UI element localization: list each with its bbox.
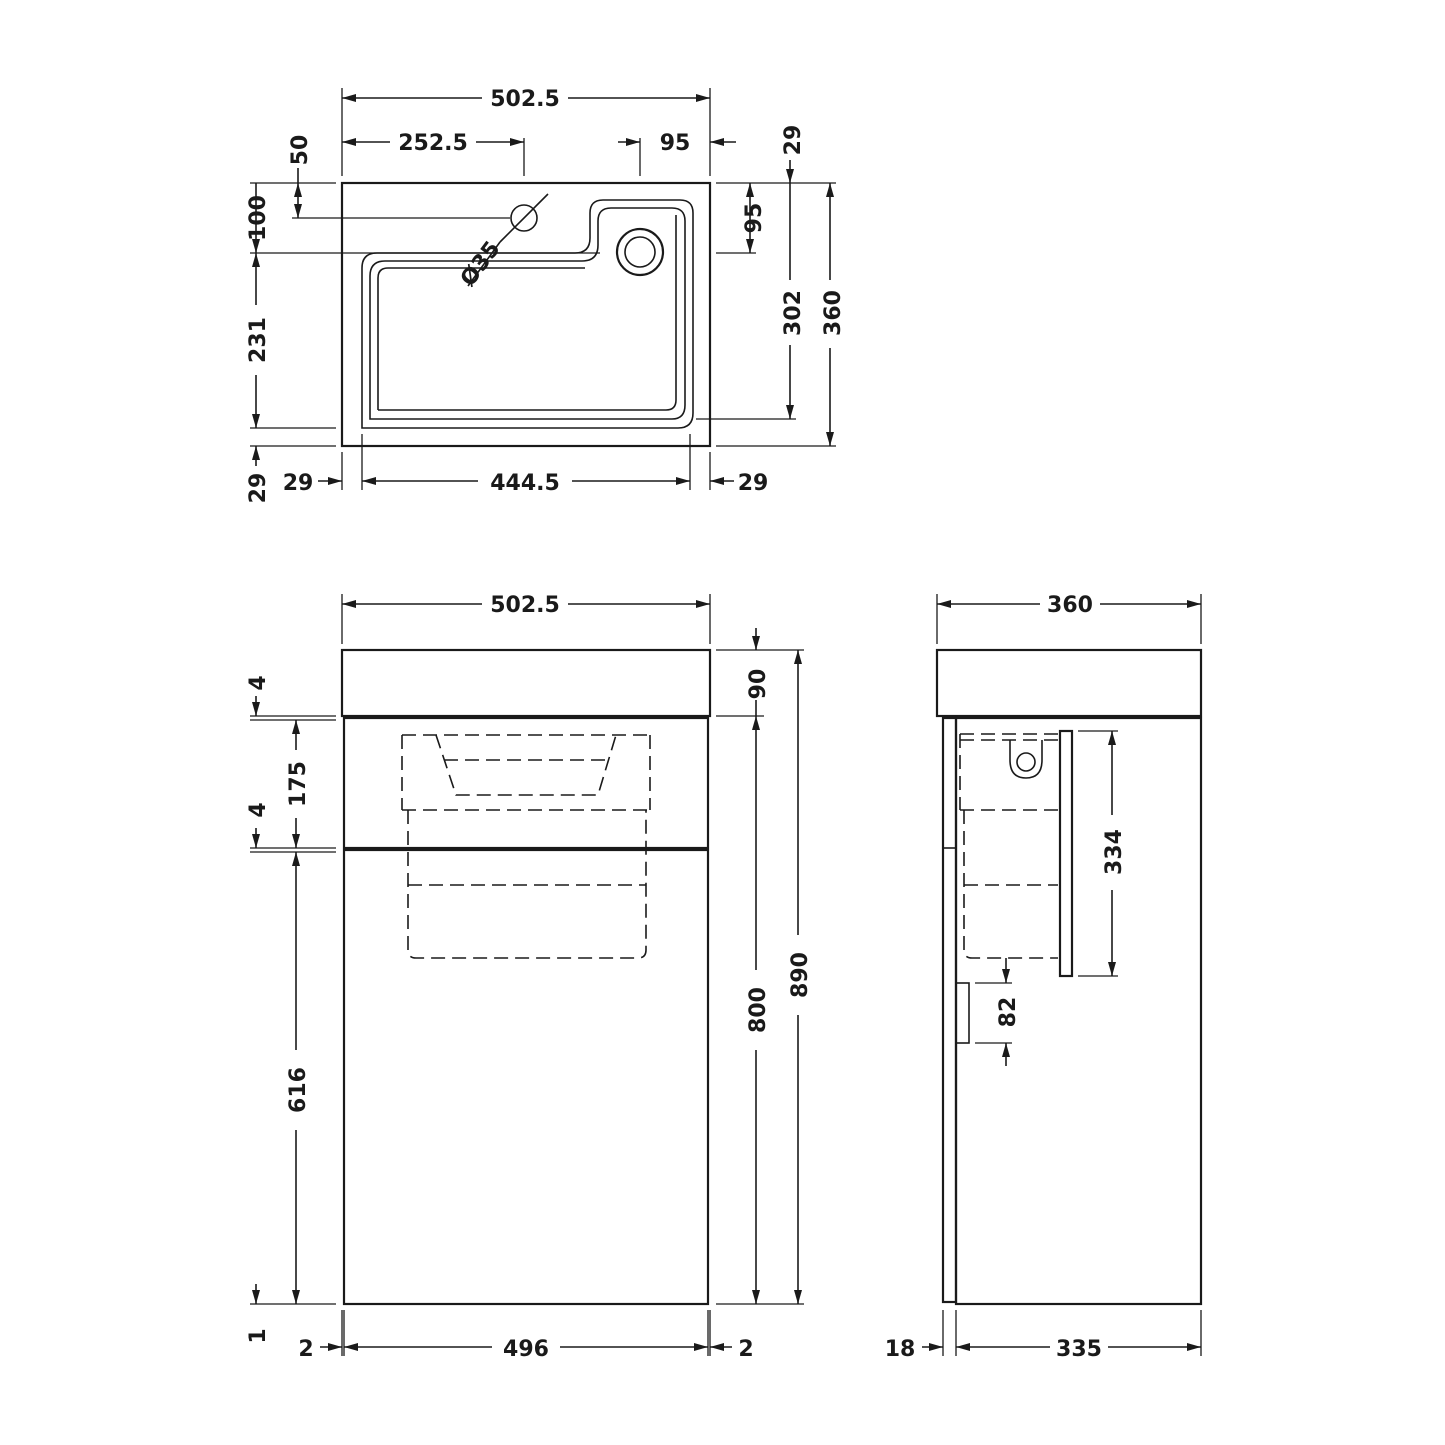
right-rim-label: 29 bbox=[738, 471, 769, 496]
tap-from-back-label: 50 bbox=[288, 135, 313, 166]
basin-bowl-outer bbox=[361, 199, 694, 429]
tap-offset-label: 252.5 bbox=[398, 131, 468, 156]
overall-depth-label: 360 bbox=[821, 290, 846, 336]
front-gap-upper-label: 4 bbox=[246, 675, 271, 690]
top-width-label: 502.5 bbox=[490, 87, 560, 112]
waste-outlet-inner bbox=[624, 236, 656, 268]
front-door bbox=[342, 848, 710, 1306]
side-trap-bend bbox=[1009, 740, 1043, 779]
side-handle bbox=[955, 982, 970, 1044]
cabinet-height-label: 800 bbox=[746, 987, 771, 1033]
front-side-gap-left-label: 2 bbox=[298, 1337, 313, 1362]
waste-outlet-outer bbox=[615, 227, 665, 277]
right-margin-top-label: 29 bbox=[781, 125, 806, 156]
overall-height-label: 890 bbox=[788, 952, 813, 998]
front-drawer-height-label: 175 bbox=[286, 761, 311, 807]
inner-depth-label: 302 bbox=[781, 290, 806, 336]
side-back-panel bbox=[1058, 729, 1074, 978]
front-width-label: 502.5 bbox=[490, 593, 560, 618]
side-hidden-bowl bbox=[959, 733, 1058, 811]
tap-hole-leader bbox=[499, 193, 549, 243]
front-gap-middle-label: 4 bbox=[246, 802, 271, 817]
hidden-basin-bowl bbox=[401, 734, 651, 811]
tap-hole-leader-tail bbox=[467, 241, 501, 287]
hidden-waste-trap bbox=[407, 810, 647, 959]
front-gap-bottom-label: 1 bbox=[246, 1328, 271, 1343]
side-basin-top bbox=[935, 648, 1203, 718]
basin-bowl-base bbox=[377, 215, 677, 411]
front-side-gap-right-label: 2 bbox=[738, 1337, 753, 1362]
top-view: 502.5 252.5 95 29 50 100 bbox=[246, 87, 846, 503]
front-view: 502.5 4 175 4 616 1 90 bbox=[246, 593, 813, 1362]
front-carcass-width-label: 496 bbox=[503, 1337, 549, 1362]
bowl-depth-label: 231 bbox=[246, 317, 271, 363]
front-door-height-label: 616 bbox=[286, 1067, 311, 1113]
basin-bowl-inner bbox=[369, 207, 686, 420]
side-hidden-trap bbox=[963, 810, 1058, 959]
back-panel-height-label: 334 bbox=[1102, 829, 1127, 875]
side-trap-outlet bbox=[1016, 752, 1036, 772]
bowl-start-label: 100 bbox=[246, 195, 271, 241]
side-door-edge bbox=[941, 716, 958, 1304]
waste-depth-label: 95 bbox=[742, 203, 767, 234]
side-depth-label: 360 bbox=[1047, 593, 1093, 618]
front-rim-label: 29 bbox=[246, 473, 271, 504]
handle-height-label: 82 bbox=[996, 997, 1021, 1028]
front-basin-top bbox=[340, 648, 712, 718]
side-view: 360 334 82 18 335 bbox=[885, 593, 1203, 1362]
side-carcass-depth-label: 335 bbox=[1056, 1337, 1102, 1362]
door-thickness-label: 18 bbox=[885, 1337, 916, 1362]
front-drawer bbox=[342, 716, 710, 850]
bowl-width-label: 444.5 bbox=[490, 471, 560, 496]
side-carcass bbox=[954, 716, 1203, 1306]
waste-offset-label: 95 bbox=[660, 131, 691, 156]
left-rim-label: 29 bbox=[283, 471, 314, 496]
tap-hole bbox=[510, 204, 538, 232]
basin-height-label: 90 bbox=[746, 669, 771, 700]
top-view-outline bbox=[340, 181, 712, 448]
